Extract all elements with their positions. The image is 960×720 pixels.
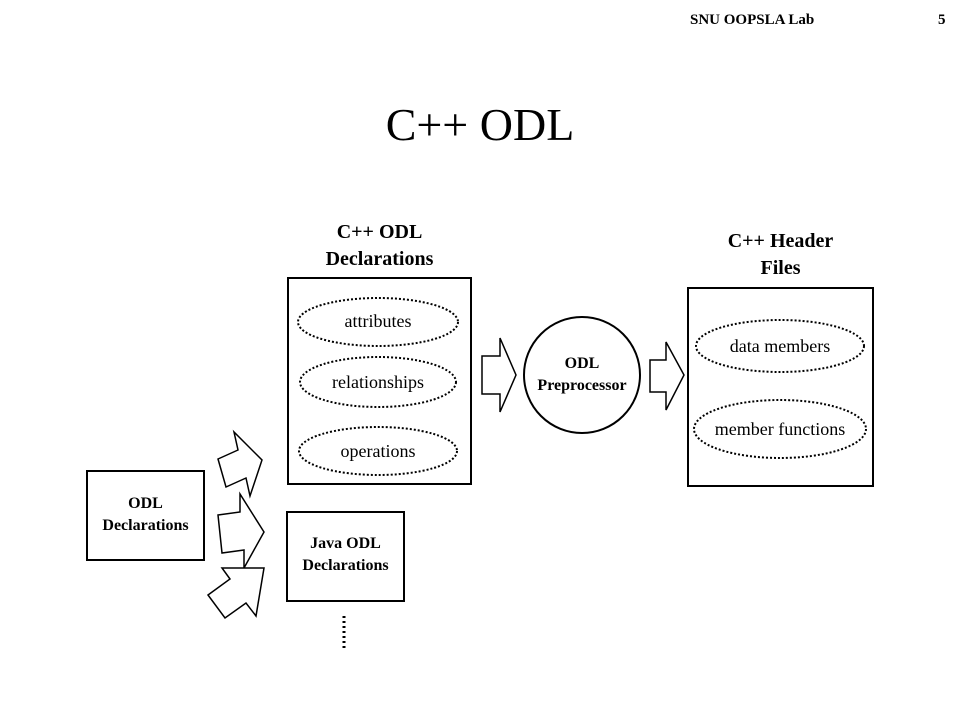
odl-declarations-line1: ODL <box>128 495 163 512</box>
arrow-upper-icon <box>217 429 263 499</box>
relationships-oval <box>299 356 457 408</box>
preprocessor-circle <box>523 316 641 434</box>
preprocessor-label: ODL Preprocessor <box>520 353 644 397</box>
attributes-oval <box>297 297 459 347</box>
member-functions-label: member functions <box>714 419 846 439</box>
preprocessor-line1: ODL <box>564 355 600 372</box>
operations-label: operations <box>340 441 416 461</box>
operations-oval <box>298 426 458 476</box>
lab-name: SNU OOPSLA Lab <box>690 12 815 28</box>
cpp-odl-declarations-box <box>287 277 472 485</box>
cpp-header-files-box <box>687 287 874 487</box>
cpp-header-heading-line2: Files <box>760 257 801 279</box>
relationships-label: relationships <box>332 372 424 392</box>
data-members-label: data members <box>729 336 831 356</box>
arrow-to-header-files-icon <box>649 341 685 411</box>
data-members-oval <box>695 319 865 373</box>
arrow-to-preprocessor-icon <box>481 337 517 413</box>
member-functions-oval <box>693 399 867 459</box>
arrow-middle-icon <box>217 491 265 571</box>
odl-declarations-box <box>86 470 205 561</box>
cpp-odl-heading-line2: Declarations <box>325 248 434 270</box>
page-title: C++ ODL <box>385 99 575 150</box>
odl-declarations-label: ODL Declarations <box>87 493 204 537</box>
preprocessor-line2: Preprocessor <box>537 377 627 394</box>
attributes-label: attributes <box>344 311 412 331</box>
cpp-odl-declarations-heading: C++ ODL Declarations <box>298 219 461 273</box>
page-number: 5 <box>938 12 946 28</box>
arrow-lower-icon <box>206 567 265 620</box>
cpp-header-heading-line1: C++ Header <box>727 230 834 252</box>
cpp-odl-heading-line1: C++ ODL <box>336 221 423 243</box>
java-odl-line2: Declarations <box>302 557 389 574</box>
java-odl-declarations-label: Java ODL Declarations <box>287 533 404 577</box>
odl-declarations-line2: Declarations <box>102 517 189 534</box>
java-odl-declarations-box <box>286 511 405 602</box>
cpp-header-files-heading: C++ Header Files <box>688 228 873 282</box>
java-odl-line1: Java ODL <box>310 535 381 552</box>
